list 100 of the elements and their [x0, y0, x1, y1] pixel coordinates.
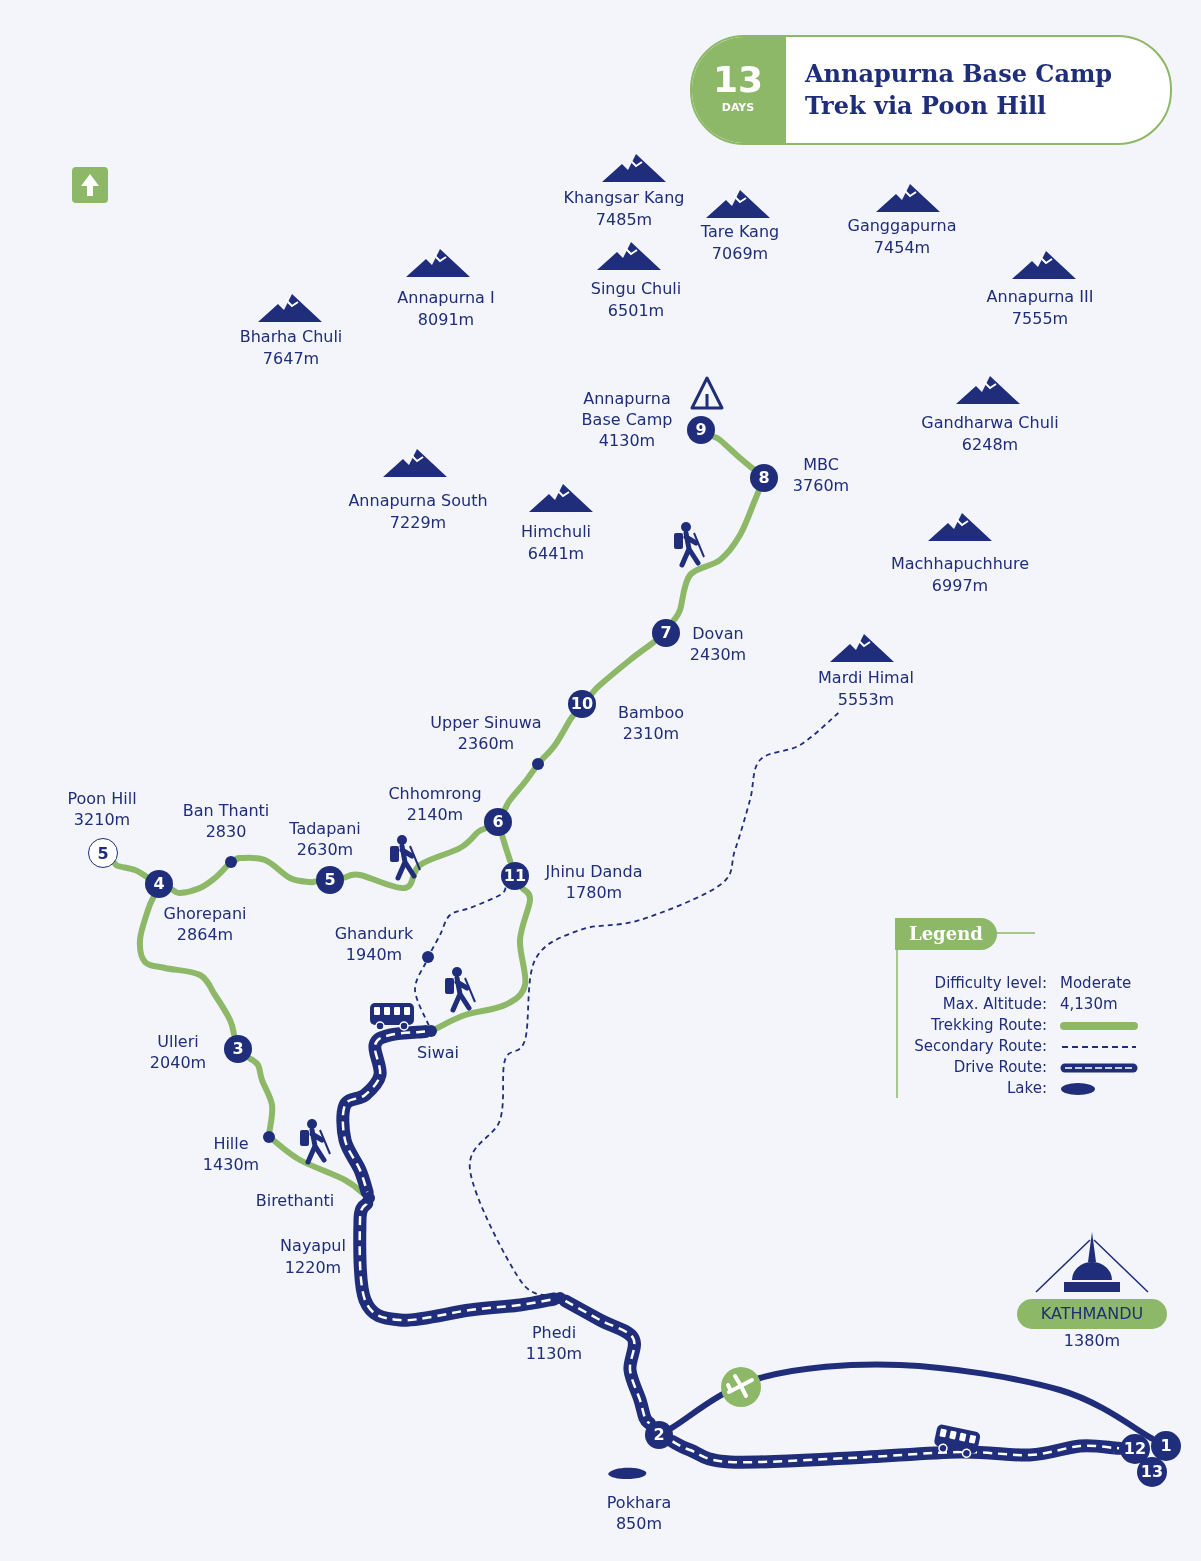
peak-label: Mardi Himal 5553m [806, 667, 926, 711]
place-name: MBC [803, 454, 839, 475]
altitude-label: 2310m [622, 723, 680, 744]
stop-marker: 12 [1120, 1434, 1150, 1464]
stop-marker: 5 [88, 838, 118, 868]
city-badge: KATHMANDU [1017, 1299, 1167, 1329]
day-count: 13 [712, 60, 764, 100]
place-name: Dovan [692, 623, 744, 644]
altitude-label: 850m [615, 1513, 663, 1534]
peak-altitude: 6248m [961, 434, 1019, 455]
dashed-route [430, 886, 507, 953]
stop-marker: 8 [750, 464, 778, 492]
peak-name: Bharha Chuli [239, 326, 343, 347]
altitude-label: 2360m [457, 733, 515, 754]
place-name: Pokhara [606, 1492, 672, 1513]
info-value: Moderate [1060, 973, 1132, 994]
peak-name: Ganggapurna [847, 215, 957, 236]
peak-altitude: 7485m [595, 209, 653, 230]
stop-marker: 1 [1151, 1431, 1181, 1461]
waypoint-dot [263, 1131, 275, 1143]
waypoint-dot [554, 1292, 566, 1304]
place-name: Siwai [417, 1042, 459, 1063]
altitude-label: 1940m [345, 944, 403, 965]
place-name: Upper Sinuwa [430, 712, 542, 733]
place-name: Ghandurk [334, 923, 414, 944]
waypoint-dot [422, 951, 434, 963]
day-unit: DAYS [721, 101, 755, 115]
road-route [353, 1197, 561, 1327]
place-name: 1380m [1063, 1330, 1121, 1351]
route-line [499, 833, 514, 865]
stop-marker: 2 [645, 1421, 673, 1449]
place-name: Nayapul [280, 1235, 346, 1256]
waypoint-dot [225, 856, 237, 868]
peak-name: Annapurna I [397, 287, 495, 308]
legend-label: Trekking Route: [930, 1015, 1047, 1036]
peak-name: Tare Kang [700, 221, 780, 242]
peak-altitude: 6501m [607, 300, 665, 321]
altitude-label: 2430m [689, 644, 747, 665]
info-label: Max. Altitude: [941, 994, 1047, 1015]
route-line [711, 434, 756, 472]
route-line [670, 488, 762, 624]
route-line [669, 1361, 1155, 1442]
info-value: 4,130m [1060, 994, 1118, 1015]
place-name: Phedi [531, 1322, 577, 1343]
legend-label: Drive Route: [952, 1057, 1047, 1078]
peak-altitude: 6997m [931, 575, 989, 596]
altitude-label: 1220m [284, 1257, 342, 1278]
altitude-label: 3210m [73, 809, 131, 830]
altitude-label: 1130m [525, 1343, 583, 1364]
altitude-label: 4130m [597, 430, 657, 451]
peak-altitude: 6441m [527, 543, 585, 564]
altitude-label: 2140m [406, 804, 464, 825]
peak-name: Machhapuchhure [890, 553, 1030, 574]
stop-marker: 4 [145, 870, 173, 898]
stop-marker: 3 [224, 1035, 252, 1063]
legend-heading: Legend [895, 918, 997, 950]
peak-altitude: 7229m [389, 512, 447, 533]
route-line [539, 713, 576, 763]
info-label: Difficulty level: [933, 973, 1047, 994]
route-line [589, 639, 657, 697]
peak-altitude: 8091m [417, 309, 475, 330]
route-line [341, 825, 488, 892]
dashed-route [468, 712, 840, 1297]
place-name: Birethanti [255, 1190, 335, 1211]
place-name: Ulleri [157, 1031, 199, 1052]
place-name: Tadapani [289, 818, 361, 839]
stop-marker: 5 [316, 866, 344, 894]
route-line [246, 1055, 276, 1134]
altitude-label: 3760m [792, 475, 850, 496]
stop-marker: 10 [568, 690, 596, 718]
altitude-label: 2830 [205, 821, 247, 842]
route-line [502, 765, 538, 812]
place-name: Ban Thanti [182, 800, 270, 821]
peak-name: Annapurna III [986, 286, 1094, 307]
dashed-route [414, 961, 430, 1027]
peak-name: Annapurna South [348, 490, 488, 511]
peak-name: Singu Chuli [590, 278, 682, 299]
place-name: Ghorepani [163, 903, 247, 924]
legend-label: Secondary Route: [913, 1036, 1047, 1057]
title: Annapurna Base Camp Trek via Poon Hill [805, 58, 1114, 122]
place-name: Hille [213, 1133, 249, 1154]
altitude-label: 1430m [202, 1154, 260, 1175]
road-route [558, 1294, 656, 1430]
waypoint-dot [532, 758, 544, 770]
route-line [112, 860, 149, 880]
stop-marker: 11 [501, 862, 529, 890]
route-line [433, 885, 533, 1032]
place-name: Bamboo [617, 702, 685, 723]
place-name: Annapurna Base Camp [580, 388, 674, 430]
place-name: Jhinu Danda [545, 861, 643, 882]
altitude-label: 2040m [149, 1052, 207, 1073]
peak-altitude: 7454m [873, 237, 931, 258]
place-name: Chhomrong [388, 783, 482, 804]
altitude-label: 2630m [296, 839, 354, 860]
route-line [136, 894, 237, 1038]
altitude-label: 2864m [176, 924, 234, 945]
peak-altitude: 7069m [711, 243, 769, 264]
peak-name: Himchuli [521, 521, 591, 542]
stop-marker: 7 [652, 619, 680, 647]
route-line [169, 863, 230, 896]
